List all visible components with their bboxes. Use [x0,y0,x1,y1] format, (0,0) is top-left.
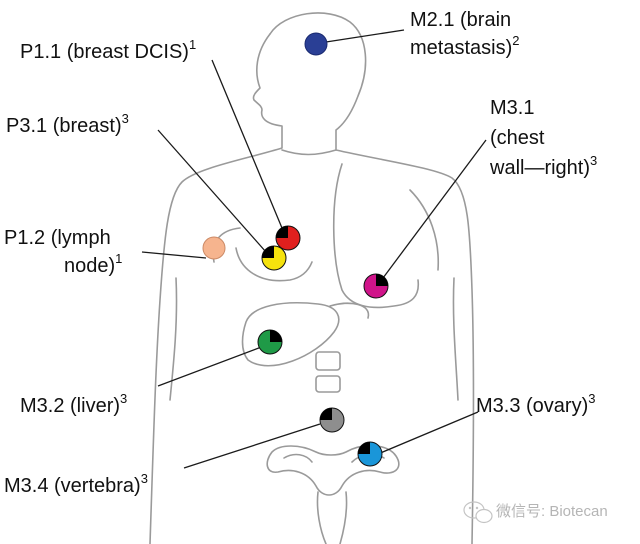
label-m3-2: M3.2 (liver)3 [20,391,127,417]
site-markers [202,32,389,467]
marker-wedge [320,408,332,420]
marker-m3-2 [257,329,283,355]
leader-lines [141,29,487,469]
marker-wedge [270,330,282,342]
label-m3-4: M3.4 (vertebra)3 [4,471,148,497]
leader-m3-2 [157,345,265,387]
watermark: 微信号: Biotecan [463,501,608,524]
leader-m2-1 [325,29,405,43]
leader-p3-1 [157,129,267,253]
marker-m3-1 [363,273,389,299]
marker-p3-1 [261,245,287,271]
leader-p1-1 [211,59,283,229]
leader-m3-1 [379,139,487,283]
label-m2-1: M2.1 (brain metastasis)2 [410,9,519,59]
label-p3-1: P3.1 (breast)3 [6,111,129,137]
marker-wedge [358,442,370,454]
label-p1-1: P1.1 (breast DCIS)1 [20,37,196,63]
marker-wedge [376,274,388,286]
marker-m3-3 [357,441,383,467]
marker-p1-1 [275,225,301,251]
leader-p1-2 [141,251,207,259]
marker-circle [304,32,328,56]
label-m3-1: M3.1 (chest wall—right)3 [489,97,597,179]
label-m3-3: M3.3 (ovary)3 [476,391,595,417]
leader-m3-3 [377,411,479,455]
marker-wedge [276,226,288,238]
watermark-text: 微信号: Biotecan [496,503,608,520]
body-outline [149,12,475,544]
leader-m3-4 [183,423,321,469]
marker-m3-4 [319,407,345,433]
marker-wedge [262,246,274,258]
label-p1-2: P1.2 (lymph node)1 [4,227,122,277]
marker-circle [202,236,226,260]
marker-p1-2 [202,236,226,260]
wechat-icon [463,501,493,524]
site-labels: P1.1 (breast DCIS)1 P3.1 (breast)3 P1.2 … [4,9,597,497]
marker-m2-1 [304,32,328,56]
